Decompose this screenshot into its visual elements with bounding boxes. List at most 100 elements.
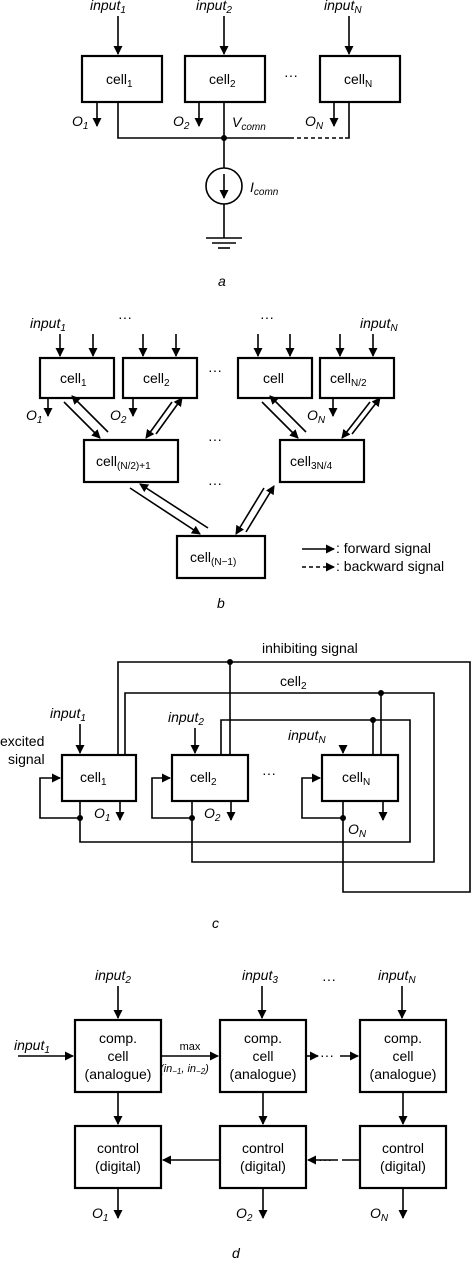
c-cell1-label: cell1 xyxy=(80,769,107,788)
b-cellC-box xyxy=(175,534,267,580)
d-comp2-l1: comp. xyxy=(244,1030,282,1046)
a-input2-label: input2 xyxy=(196,0,232,16)
d-control-cell-1 xyxy=(73,1124,163,1190)
d-control-cell-2 xyxy=(218,1124,308,1190)
b-link-4a xyxy=(341,401,371,439)
d-comp1-l2: cell xyxy=(107,1048,128,1064)
a-cellN-box xyxy=(318,54,402,104)
b-cell1-box xyxy=(38,356,116,400)
b-o1-label: O1 xyxy=(26,407,42,426)
c-cell2-label: cell2 xyxy=(190,769,217,788)
a-cell2-box xyxy=(183,54,267,104)
b-dots-row3: ··· xyxy=(208,475,222,491)
d-input1-label: input1 xyxy=(14,1037,50,1056)
b-cellN2-box xyxy=(318,356,396,400)
c-dot-fbN xyxy=(340,815,346,821)
b-oN-label: ON xyxy=(307,407,326,426)
c-dot-fb2 xyxy=(189,815,195,821)
b-link-6a xyxy=(235,487,265,535)
d-compN-l3: (analogue) xyxy=(370,1066,437,1082)
d-ctrlN-l2: (digital) xyxy=(380,1158,426,1174)
d-comp2-l3: (analogue) xyxy=(230,1066,297,1082)
a-cell1-box xyxy=(80,54,164,104)
d-oN-label: ON xyxy=(370,1205,389,1224)
d-comp1-l3: (analogue) xyxy=(85,1066,152,1082)
c-cell1-box xyxy=(60,753,138,803)
b-legend-backward: : backward signal xyxy=(336,558,444,574)
c-o2-label: O2 xyxy=(204,805,221,824)
b-cellA-label: cell(N/2)+1 xyxy=(96,453,151,472)
c-excited-label-1: excited xyxy=(0,733,44,749)
d-comp2-l2: cell xyxy=(252,1048,273,1064)
a-dots: ··· xyxy=(284,67,298,83)
b-dots-row2: ··· xyxy=(208,431,222,447)
a-wire-cell1 xyxy=(117,102,224,139)
b-cellmid-label: cell xyxy=(263,370,284,386)
c-cellN-label: cellN xyxy=(342,769,370,788)
a-oN-label: ON xyxy=(305,113,324,132)
b-dots-row1: ··· xyxy=(208,362,222,378)
b-inputN-label: inputN xyxy=(360,315,398,334)
d-max-label: max xyxy=(180,1041,201,1053)
d-control-cell-N xyxy=(358,1124,448,1190)
a-o2-label: O2 xyxy=(173,113,190,132)
c-excited-label-2: signal xyxy=(8,751,45,767)
d-max-args: (in−1, in−2) xyxy=(160,1063,209,1076)
panel-b: input1 ··· ··· inputN cell1 cell2 cell c… xyxy=(26,309,444,611)
c-o1-label: O1 xyxy=(94,805,110,824)
a-inputN-label: inputN xyxy=(324,0,362,16)
d-dots-top: ··· xyxy=(322,971,336,987)
d-o2-label: O2 xyxy=(236,1205,253,1224)
d-ctrl2-l1: control xyxy=(242,1140,284,1156)
c-oN-label: ON xyxy=(348,821,367,840)
c-dots: ··· xyxy=(262,765,276,781)
b-cell2-label: cell2 xyxy=(143,370,170,389)
d-dots-bottom: ··· xyxy=(318,1151,332,1167)
a-cellN-label: cellN xyxy=(344,71,372,90)
b-cellN2-label: cellN/2 xyxy=(330,370,367,389)
d-compN-l1: comp. xyxy=(384,1030,422,1046)
c-loop-3 xyxy=(79,719,411,843)
a-vcomn-label: Vcomn xyxy=(232,114,266,133)
d-comp1-l1: comp. xyxy=(99,1030,137,1046)
panel-a: input1 input2 inputN cell1 cell2 cellN ·… xyxy=(72,0,402,289)
c-cellN-box xyxy=(320,753,400,803)
b-link-2b xyxy=(155,397,183,435)
a-wire-cellN xyxy=(345,102,350,139)
b-cell2-box xyxy=(121,356,199,400)
b-link-3a xyxy=(261,401,299,439)
b-cellB-label: cell3N/4 xyxy=(290,453,333,472)
a-caption: a xyxy=(218,273,226,289)
b-dots-top-right: ··· xyxy=(260,309,274,325)
d-ctrl2-l2: (digital) xyxy=(240,1158,286,1174)
b-cellC-label: cell(N−1) xyxy=(190,549,236,568)
b-link-1b xyxy=(71,395,109,433)
b-link-4b xyxy=(351,397,381,435)
b-input1-label: input1 xyxy=(30,315,66,334)
b-link-2a xyxy=(145,401,173,439)
b-link-5b xyxy=(139,483,209,529)
d-o1-label: O1 xyxy=(92,1205,108,1224)
c-feedback-2 xyxy=(151,773,193,819)
b-cellB-box xyxy=(278,438,366,484)
b-cell1-label: cell1 xyxy=(60,370,87,389)
c-input2-label: input2 xyxy=(168,709,204,728)
d-input3-label: input3 xyxy=(242,967,278,986)
c-feedback-N xyxy=(301,773,344,819)
a-o1-label: O1 xyxy=(72,113,88,132)
a-cell1-label: cell1 xyxy=(106,71,133,90)
b-caption: b xyxy=(217,595,225,611)
c-inhibiting-label: inhibiting signal xyxy=(262,640,358,656)
b-legend-forward: : forward signal xyxy=(336,540,431,556)
c-loop-cell2 xyxy=(124,692,435,863)
c-feedback-1 xyxy=(39,773,81,819)
d-caption: d xyxy=(232,1245,241,1261)
b-link-3b xyxy=(269,395,307,433)
a-input1-label: input1 xyxy=(90,0,126,16)
d-ctrl1-l2: (digital) xyxy=(95,1158,141,1174)
c-caption: c xyxy=(212,915,219,931)
panel-d: input2 input3 ··· inputN input1 comp. ce… xyxy=(14,967,448,1261)
c-input1-label: input1 xyxy=(50,705,86,724)
d-ctrlN-l1: control xyxy=(382,1140,424,1156)
